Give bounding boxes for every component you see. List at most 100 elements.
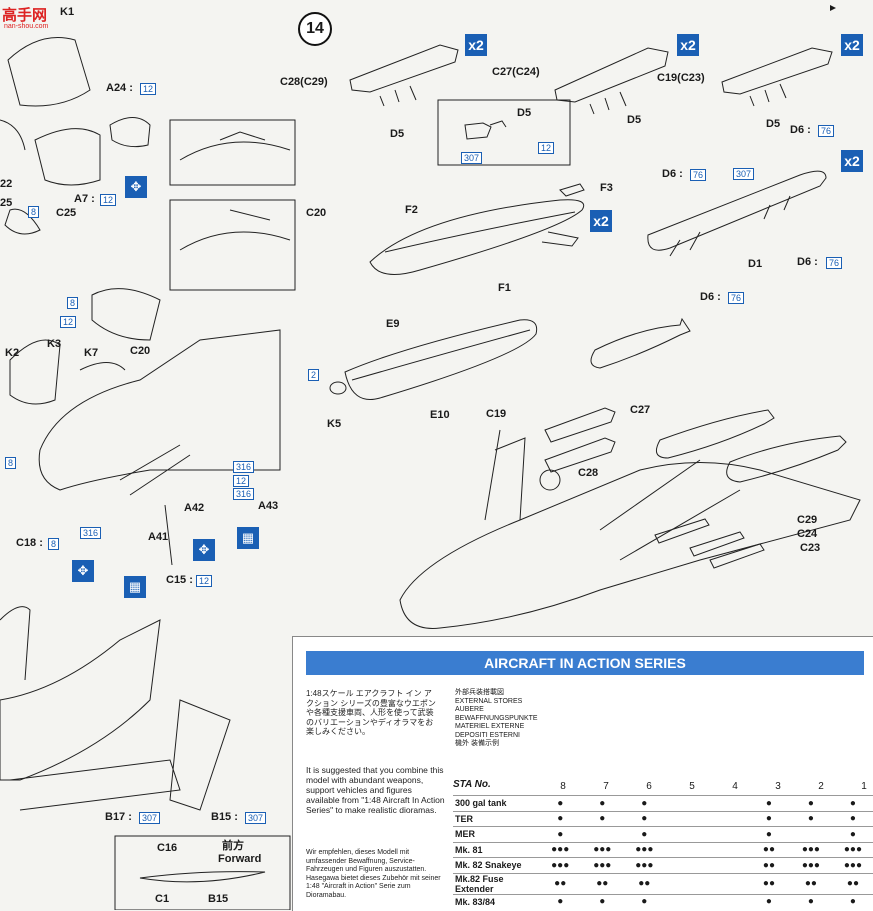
- part-label: F3: [600, 182, 613, 194]
- store-cell: ●: [623, 893, 666, 909]
- qty-badge-c28: x2: [465, 34, 487, 56]
- store-cell: ●●●: [581, 857, 624, 873]
- table-row: 300 gal tank●●●●●●: [453, 795, 873, 811]
- stores-title-line: BEWAFFNUNGSPUNKTE: [455, 714, 538, 722]
- ref-h316: 316: [233, 488, 255, 500]
- part-label: B15: [208, 893, 229, 905]
- panel-text-en: It is suggested that you combine this mo…: [306, 765, 445, 815]
- store-cell: ●: [789, 810, 832, 827]
- store-cell: ●●: [748, 841, 790, 858]
- store-cell: ●: [581, 893, 624, 909]
- store-cell: ●: [539, 795, 582, 811]
- store-cell: [706, 872, 749, 894]
- ref-h8: 8: [48, 538, 60, 550]
- store-cell: ●: [748, 810, 790, 827]
- store-cell: [665, 893, 707, 909]
- ref-h8: 8: [28, 206, 40, 218]
- detail-box-d5: [437, 99, 571, 166]
- ref-h12: 12: [60, 316, 77, 328]
- forward-label-en: Forward: [218, 853, 262, 865]
- qty-badge-f1: x2: [590, 210, 612, 232]
- ref-h307: 307: [461, 152, 483, 164]
- part-label: K3: [47, 338, 62, 350]
- store-cell: ●●●: [581, 841, 624, 858]
- part-label: K2: [5, 347, 20, 359]
- part-label: C19(C23): [657, 72, 705, 84]
- part-label: C28: [578, 467, 599, 479]
- ref-h307: 307: [245, 812, 267, 824]
- part-label: D1: [748, 258, 763, 270]
- panel-text-jp: 1:48スケール エアクラフト イン アクション シリーズの豊富なウエポンや各種…: [306, 689, 436, 736]
- store-cell: ●: [539, 810, 582, 827]
- part-label: A43: [258, 500, 279, 512]
- store-cell: ●: [789, 795, 832, 811]
- store-name: 300 gal tank: [453, 795, 540, 811]
- pylon-d1: [647, 170, 827, 251]
- sta-number: 6: [646, 781, 652, 792]
- store-cell: [665, 857, 707, 873]
- qty-badge-c27: x2: [677, 34, 699, 56]
- ref-h76: 76: [818, 125, 835, 137]
- part-label: B17 :: [105, 811, 132, 823]
- store-name: MER: [453, 826, 540, 842]
- sta-number: 4: [732, 781, 738, 792]
- part-label: C20: [130, 345, 151, 357]
- store-cell: ●: [581, 795, 624, 811]
- store-name: Mk. 81: [453, 841, 540, 858]
- detail-boxes: [169, 119, 296, 291]
- part-label: E9: [386, 318, 400, 330]
- logo-url: nan-shou.com: [4, 23, 49, 30]
- pylon-c27: [554, 47, 669, 103]
- part-label: C20: [306, 207, 327, 219]
- stores-title-line: 機外 装備示例: [455, 740, 499, 747]
- part-label: F1: [498, 282, 511, 294]
- ref-h2: 2: [308, 369, 320, 381]
- store-cell: ●: [748, 893, 790, 909]
- part-label: C29: [797, 514, 818, 526]
- stores-title-line: 外部兵装搭載図: [455, 689, 504, 696]
- store-cell: [581, 826, 624, 842]
- part-label: K5: [327, 418, 342, 430]
- store-name: Mk. 82 Snakeye: [453, 857, 540, 873]
- sta-number: 2: [818, 781, 824, 792]
- sta-number: 5: [689, 781, 695, 792]
- part-label: A24 :: [106, 82, 133, 94]
- store-cell: [665, 826, 707, 842]
- ref-h12: 12: [100, 194, 117, 206]
- store-cell: [665, 810, 707, 827]
- step-number: 14: [298, 12, 332, 46]
- centerline-tank: [344, 319, 538, 400]
- store-cell: ●: [539, 893, 582, 909]
- align-symbol-icon: ✥: [125, 176, 147, 198]
- part-label: D6 :: [790, 124, 811, 136]
- store-cell: ●: [748, 795, 790, 811]
- store-cell: [665, 795, 707, 811]
- table-row: Mk. 82 Snakeye●●●●●●●●●●●●●●●●●: [453, 857, 873, 873]
- store-cell: ●: [581, 810, 624, 827]
- store-cell: [706, 810, 749, 827]
- part-label: C16: [157, 842, 178, 854]
- store-cell: [706, 857, 749, 873]
- qty-badge-d1: x2: [841, 150, 863, 172]
- ref-h76: 76: [826, 257, 843, 269]
- part-label: C18 :: [16, 537, 43, 549]
- ref-h8: 8: [67, 297, 79, 309]
- store-cell: ●●: [831, 872, 873, 894]
- store-cell: ●●: [789, 872, 832, 894]
- part-label: E10: [430, 409, 450, 421]
- store-cell: ●●●: [623, 857, 666, 873]
- sta-number: 7: [603, 781, 609, 792]
- aircraft-main: [399, 462, 861, 629]
- store-cell: ●●: [539, 872, 582, 894]
- store-cell: [706, 893, 749, 909]
- part-label: C19: [486, 408, 507, 420]
- store-name: Mk.82 Fuse Extender: [453, 872, 540, 894]
- store-cell: ●●: [748, 857, 790, 873]
- ref-h12: 12: [140, 83, 157, 95]
- store-cell: ●●●: [789, 841, 832, 858]
- ref-h12: 12: [233, 475, 250, 487]
- store-cell: ●●: [623, 872, 666, 894]
- stores-title-line: EXTERNAL STORES: [455, 697, 523, 705]
- panel-banner: AIRCRAFT IN ACTION SERIES: [306, 651, 864, 675]
